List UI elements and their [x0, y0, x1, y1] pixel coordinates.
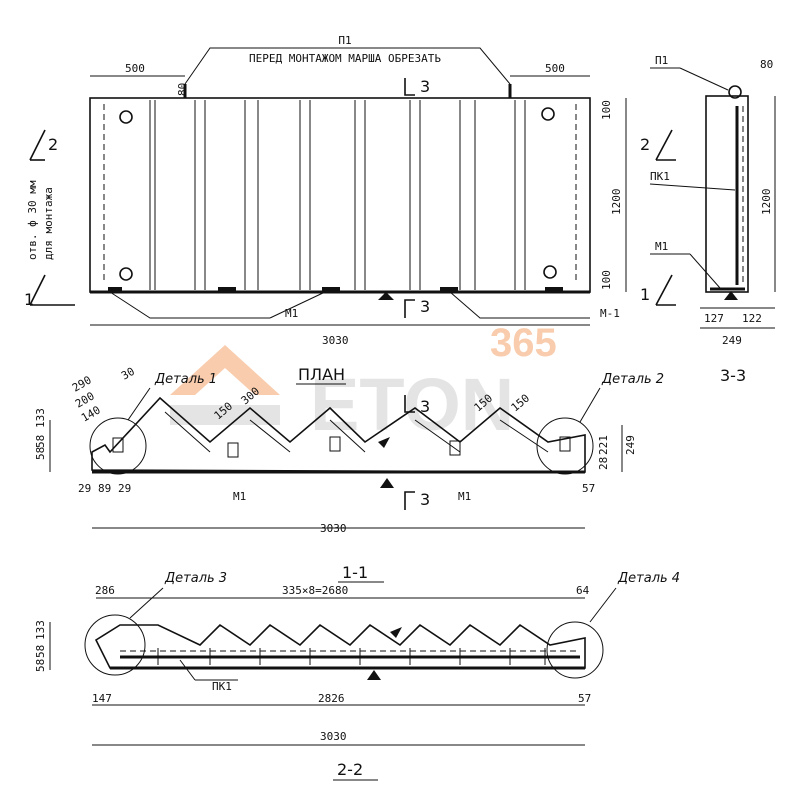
- section-3-3-title: 3-3: [720, 366, 746, 385]
- dim-133-sec: 133: [34, 620, 47, 640]
- p1-tab-icon: [728, 85, 742, 99]
- detail-4-label: Деталь 4: [617, 571, 680, 586]
- dim-80-33: 80: [760, 58, 773, 71]
- mount-note: для монтажа: [42, 187, 55, 260]
- watermark-logo-icon: [170, 345, 280, 395]
- section-3-plan-bottom: 3: [420, 490, 430, 509]
- mounting-hole-icon: [119, 267, 133, 281]
- front-ribs: [149, 100, 526, 290]
- dim-89: 89: [98, 482, 111, 495]
- plan-title: ПЛАН: [298, 365, 345, 384]
- section-marker-1-left: [29, 274, 46, 306]
- m-1-leader: [449, 291, 590, 319]
- dim-1200: 1200: [610, 189, 623, 216]
- section-3-bottom: 3: [420, 297, 430, 316]
- dim-3030-sec: 3030: [320, 730, 347, 743]
- dim-249-33: 249: [722, 334, 742, 347]
- arrow-up-icon: [367, 670, 381, 680]
- section-2-left: 2: [48, 135, 58, 154]
- dim-127: 127: [704, 312, 724, 325]
- dim-58b-sec: 58: [34, 645, 47, 658]
- dim-133-plan: 133: [34, 408, 47, 428]
- section-1-1-title: 1-1: [342, 563, 368, 582]
- dim-221: 221: [597, 435, 610, 455]
- pk1-label-33: ПК1: [650, 170, 670, 183]
- detail-3-label: Деталь 3: [164, 571, 227, 586]
- detail-1-label: Деталь 1: [154, 372, 217, 387]
- arrow-up-icon: [724, 291, 738, 300]
- section-3-plan-top: 3: [420, 397, 430, 416]
- dim-500-left: 500: [125, 62, 145, 75]
- m-1-label: М-1: [600, 307, 620, 320]
- dim-500-right: 500: [545, 62, 565, 75]
- m1-leader: [109, 291, 270, 319]
- dim-30: 30: [119, 365, 137, 383]
- section-marker-2-left: [29, 129, 46, 161]
- arrow-icon: [390, 627, 402, 638]
- m1-plates: [108, 287, 563, 291]
- pk1-label-sec: ПК1: [212, 680, 232, 693]
- dim-3030-plan: 3030: [320, 522, 347, 535]
- arrow-up-icon: [380, 478, 394, 488]
- dim-147: 147: [92, 692, 112, 705]
- section-ribs: [157, 648, 546, 665]
- dim-286: 286: [95, 584, 115, 597]
- hole-note: отв. ф 30 мм: [26, 180, 39, 260]
- mounting-hole-icon: [541, 107, 555, 121]
- detail-4-circle: [546, 621, 604, 679]
- m1-label: М1: [285, 307, 298, 320]
- mounting-hole-icon: [543, 265, 557, 279]
- dim-58-plan: 58: [34, 447, 47, 460]
- m1-label-plan-a: М1: [233, 490, 246, 503]
- p1-label: П1: [338, 34, 351, 47]
- mounting-hole-icon: [119, 110, 133, 124]
- dim-29-right: 29: [118, 482, 131, 495]
- dim-80: 80: [176, 83, 189, 96]
- section-1-right: 1: [640, 285, 650, 304]
- arrow-icon: [378, 437, 390, 448]
- section-1-1: Деталь 3 Деталь 4 1-1 286 335×8=2680 64 …: [34, 563, 680, 781]
- dim-58b-plan: 58: [34, 435, 47, 448]
- m1-label-33: М1: [655, 240, 668, 253]
- dim-1200-33: 1200: [760, 189, 773, 216]
- dim-249-plan: 249: [624, 435, 637, 455]
- dim-2826: 2826: [318, 692, 345, 705]
- detail-1-circle: [89, 417, 147, 475]
- dim-29-left: 29: [78, 482, 91, 495]
- section-1-left: 1: [24, 290, 34, 309]
- dim-28: 28: [597, 457, 610, 470]
- dim-122: 122: [742, 312, 762, 325]
- section-2-2-title: 2-2: [337, 760, 363, 779]
- arrow-up-icon: [378, 292, 394, 300]
- m1-label-plan-b: М1: [458, 490, 471, 503]
- p1-label-33: П1: [655, 54, 668, 67]
- section-marker-3-top: [404, 78, 415, 96]
- dim-58-sec: 58: [34, 659, 47, 672]
- front-view: П1 ПЕРЕД МОНТАЖОМ МАРША ОБРЕЗАТЬ 500 500…: [24, 34, 676, 347]
- dim-57-plan: 57: [582, 482, 595, 495]
- dim-100-bottom: 100: [600, 270, 613, 290]
- dim-64: 64: [576, 584, 590, 597]
- section-1-1-profile: [94, 623, 586, 669]
- detail-2-label: Деталь 2: [601, 372, 664, 387]
- detail-2-circle: [536, 417, 594, 475]
- m1-leader: [269, 291, 326, 319]
- dim-3030-top: 3030: [322, 334, 349, 347]
- cut-note: ПЕРЕД МОНТАЖОМ МАРША ОБРЕЗАТЬ: [249, 52, 441, 65]
- dim-335x8: 335×8=2680: [282, 584, 348, 597]
- note-leader: [184, 47, 511, 85]
- detail-3-circle: [84, 614, 146, 676]
- dim-100-top: 100: [600, 100, 613, 120]
- plan-inserts: [112, 436, 571, 458]
- section-3-3-outline: [705, 95, 749, 293]
- section-marker-3-bottom: [404, 299, 415, 318]
- section-3-top: 3: [420, 77, 430, 96]
- section-2-right: 2: [640, 135, 650, 154]
- section-3-3: П1 80 ПК1 М1 1200 127 122 249 3-3: [649, 54, 776, 385]
- watermark-number: 365: [490, 321, 557, 365]
- dim-57-sec: 57: [578, 692, 591, 705]
